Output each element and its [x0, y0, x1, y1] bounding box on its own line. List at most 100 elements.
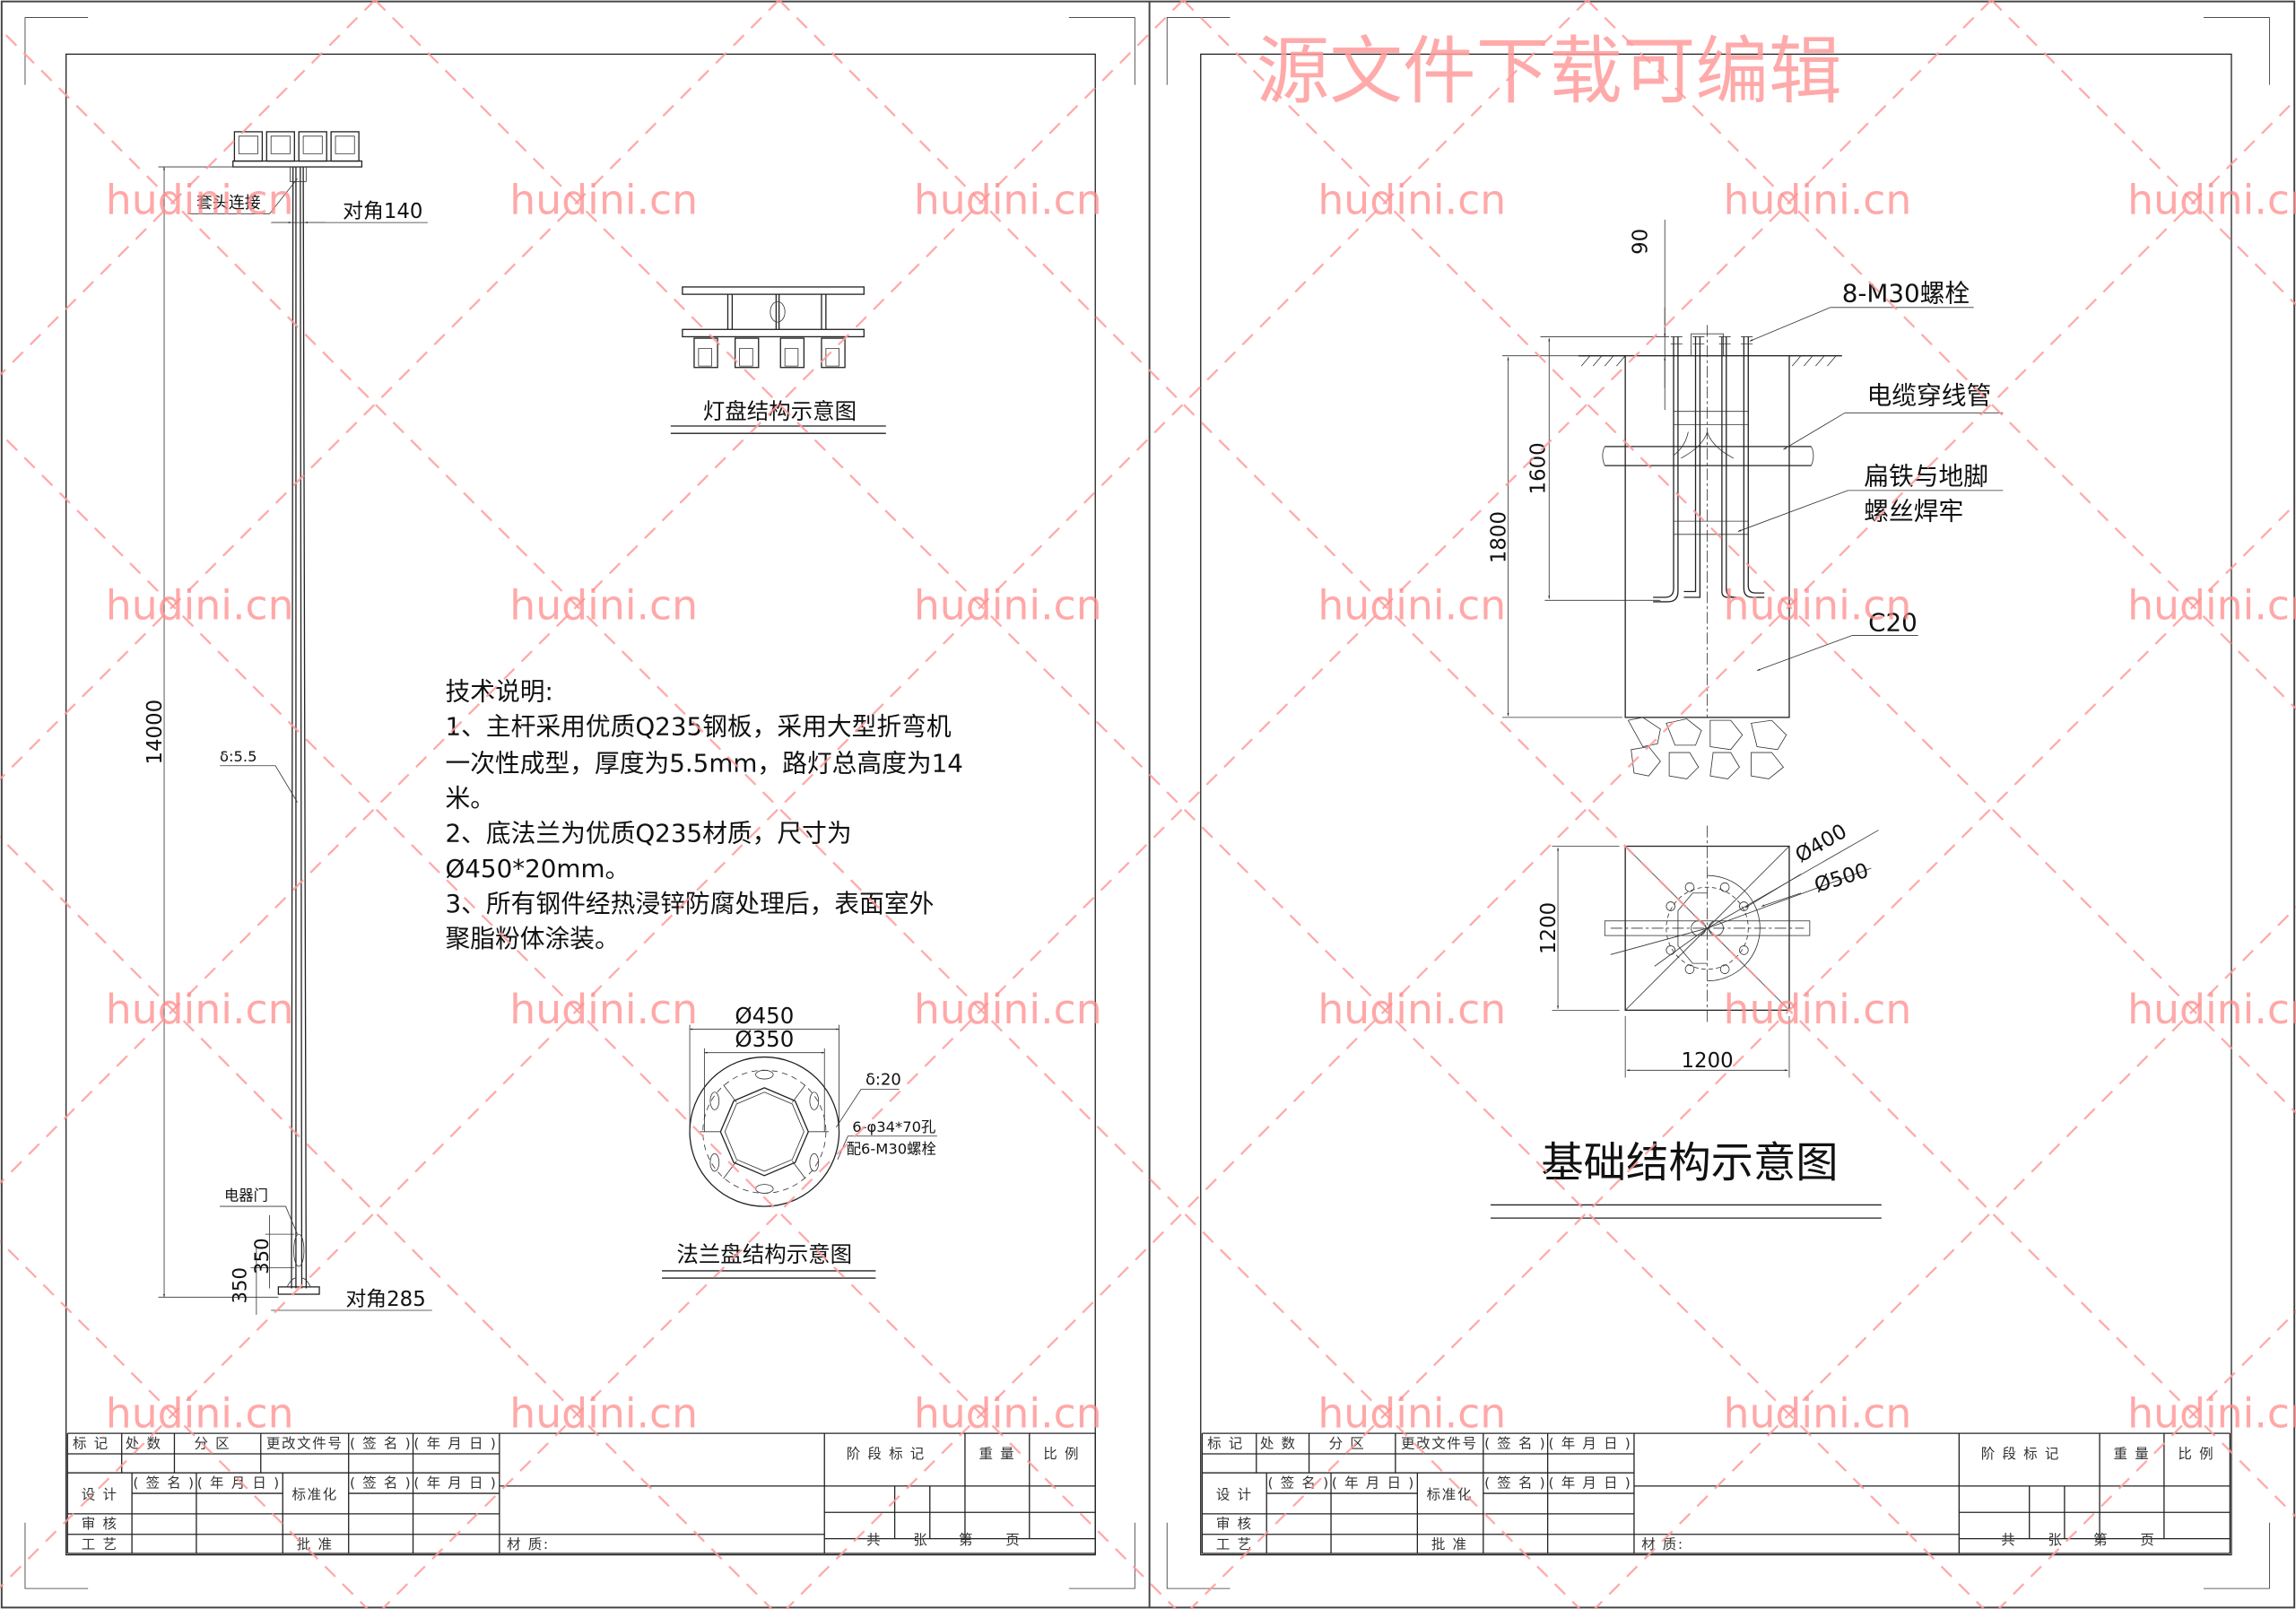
electrical-door — [293, 1233, 305, 1267]
lamp-panel-diagram: 灯盘结构示意图 — [670, 286, 886, 434]
dim-90: 90 — [1630, 229, 1653, 255]
watermark-line — [1182, 0, 2296, 1115]
title-block-date: ( 年 月 日 ) — [413, 1475, 497, 1492]
flange-outer-diameter: Ø450 — [735, 1003, 794, 1029]
title-block-review: 审 核 — [1216, 1516, 1253, 1532]
title-block-design: 设 计 — [1216, 1487, 1253, 1503]
flange-holes: 6-φ34*70孔 — [852, 1118, 935, 1135]
watermark-text: hudini.cn — [1318, 1390, 1506, 1438]
title-block-scale: 比 例 — [1043, 1446, 1080, 1462]
watermark-line — [1990, 0, 2296, 307]
watermark-text: hudini.cn — [914, 986, 1102, 1033]
title-block-zone: 分 区 — [1329, 1435, 1366, 1451]
watermark-line — [778, 0, 2296, 1518]
dia-400-label: Ø400 — [1791, 820, 1850, 867]
watermark-text: hudini.cn — [509, 176, 698, 223]
foundation-plan: Ø400 Ø500 1200 1200 — [1537, 820, 1879, 1078]
flange-inner-diameter: Ø350 — [735, 1026, 794, 1052]
title-block-left: 标 记处 数分 区更改文件号( 签 名 )( 年 月 日 )设 计( 签 名 )… — [66, 1432, 1096, 1554]
watermark-texts: hudini.cn hudini.cn hudini.cn hudini.cn hudi… — [106, 176, 2296, 1437]
watermark-text: hudini.cn — [509, 582, 698, 630]
watermark-line — [0, 0, 1184, 1185]
flange-diagram: Ø450 Ø350 δ:20 6-φ34*70孔 配6-M30螺栓 法兰盘结构示… — [662, 1003, 937, 1279]
note-line: 米。 — [445, 783, 495, 813]
watermark-text: hudini.cn — [1318, 986, 1506, 1033]
watermark-line — [1188, 501, 2296, 1609]
title-block-stage-mark: 阶 段 标 记 — [847, 1446, 926, 1462]
editable-source-banner: 源文件下载可编辑 — [1257, 30, 1842, 115]
watermark-text: hudini.cn — [106, 582, 294, 630]
title-block-signature: ( 签 名 ) — [1267, 1475, 1329, 1492]
flange-title: 法兰盘结构示意图 — [676, 1241, 852, 1267]
top-diagonal-label: 对角140 — [343, 200, 422, 223]
watermark-text: hudini.cn — [106, 176, 294, 223]
title-block-approve: 批 准 — [297, 1536, 334, 1552]
watermark-text: hudini.cn — [1724, 176, 1912, 223]
watermark-text: hudini.cn — [1318, 176, 1506, 223]
title-block-signature: ( 签 名 ) — [1484, 1435, 1546, 1451]
watermark-line — [1593, 906, 2296, 1609]
title-block-weight: 重 量 — [2114, 1446, 2151, 1462]
watermark-text: hudini.cn — [2127, 986, 2296, 1033]
watermark-line — [0, 0, 376, 377]
title-block-approve: 批 准 — [1431, 1536, 1468, 1552]
title-block-signature: ( 签 名 ) — [350, 1435, 412, 1451]
title-block-date: ( 年 月 日 ) — [1548, 1435, 1631, 1451]
watermark-text: hudini.cn — [1724, 582, 1912, 630]
watermark-line — [0, 0, 780, 781]
note-line: Ø450*20mm。 — [445, 854, 630, 883]
title-block-design: 设 计 — [82, 1487, 118, 1503]
technical-notes: 技术说明: 1、主杆采用优质Q235钢板，采用大型折弯机 一次性成型，厚度为5.… — [445, 676, 963, 953]
title-block-change-doc: 更改文件号 — [266, 1435, 344, 1451]
title-block-date: ( 年 月 日 ) — [1332, 1475, 1415, 1492]
watermark-text: hudini.cn — [509, 1390, 698, 1438]
watermark-line — [0, 0, 1588, 1589]
thickness-label: δ:5.5 — [220, 748, 257, 765]
watermark-text: hudini.cn — [2127, 582, 2296, 630]
title-block-date: ( 年 月 日 ) — [1548, 1475, 1631, 1492]
plan-dim-vertical: 1200 — [1537, 902, 1561, 954]
concrete-grade-label: C20 — [1868, 608, 1918, 638]
title-block-count: 处 数 — [1260, 1435, 1297, 1451]
title-block-sheets: 张 — [913, 1532, 928, 1548]
door-label: 电器门 — [224, 1187, 268, 1205]
watermark-text: hudini.cn — [106, 986, 294, 1033]
title-block-total: 共 — [2001, 1532, 2016, 1548]
base-diagonal-label: 对角285 — [345, 1288, 425, 1311]
plan-dim-horizontal: 1200 — [1682, 1049, 1734, 1073]
title-block-standardize: 标准化 — [1427, 1487, 1473, 1503]
flange-bolts: 配6-M30螺栓 — [847, 1140, 936, 1157]
title-block-standardize: 标准化 — [291, 1487, 337, 1503]
door-dim-b: 350 — [229, 1267, 251, 1304]
note-line: 一次性成型，厚度为5.5mm，路灯总高度为14 — [445, 748, 963, 778]
title-block-page: 页 — [1005, 1532, 1021, 1548]
title-block-signature: ( 签 名 ) — [133, 1475, 195, 1492]
watermark-line — [0, 27, 1582, 1609]
note-line: 2、底法兰为优质Q235材质，尺寸为 — [445, 819, 851, 848]
title-block-right: 标 记处 数分 区更改文件号( 签 名 )( 年 月 日 )设 计( 签 名 )… — [1201, 1432, 2231, 1554]
watermark-line — [785, 98, 2296, 1609]
dim-1800: 1800 — [1487, 511, 1510, 563]
title-block-signature: ( 签 名 ) — [350, 1475, 412, 1492]
title-block-total: 共 — [866, 1532, 882, 1548]
title-block-mark: 标 记 — [1207, 1435, 1244, 1451]
title-block-page: 页 — [2140, 1532, 2155, 1548]
watermark-text: hudini.cn — [1724, 986, 1912, 1033]
title-block-no: 第 — [959, 1532, 974, 1548]
watermark-text: hudini.cn — [914, 1390, 1102, 1438]
notes-heading: 技术说明: — [445, 676, 552, 706]
foundation-title: 基础结构示意图 — [1541, 1138, 1838, 1187]
dia-500-label: Ø500 — [1812, 859, 1872, 898]
watermark-text: hudini.cn — [106, 1390, 294, 1438]
watermark-text: hudini.cn — [914, 582, 1102, 630]
watermark-line — [0, 835, 774, 1609]
watermark-text: hudini.cn — [2127, 1390, 2296, 1438]
watermark-text: hudini.cn — [914, 176, 1102, 223]
pole-elevation: 14000 套头连接 对角140 δ:5.5 电器门 350 350 对角285 — [144, 131, 432, 1315]
watermark-line — [0, 431, 1178, 1609]
lamp-heads — [232, 131, 363, 168]
title-block-date: ( 年 月 日 ) — [197, 1475, 281, 1492]
